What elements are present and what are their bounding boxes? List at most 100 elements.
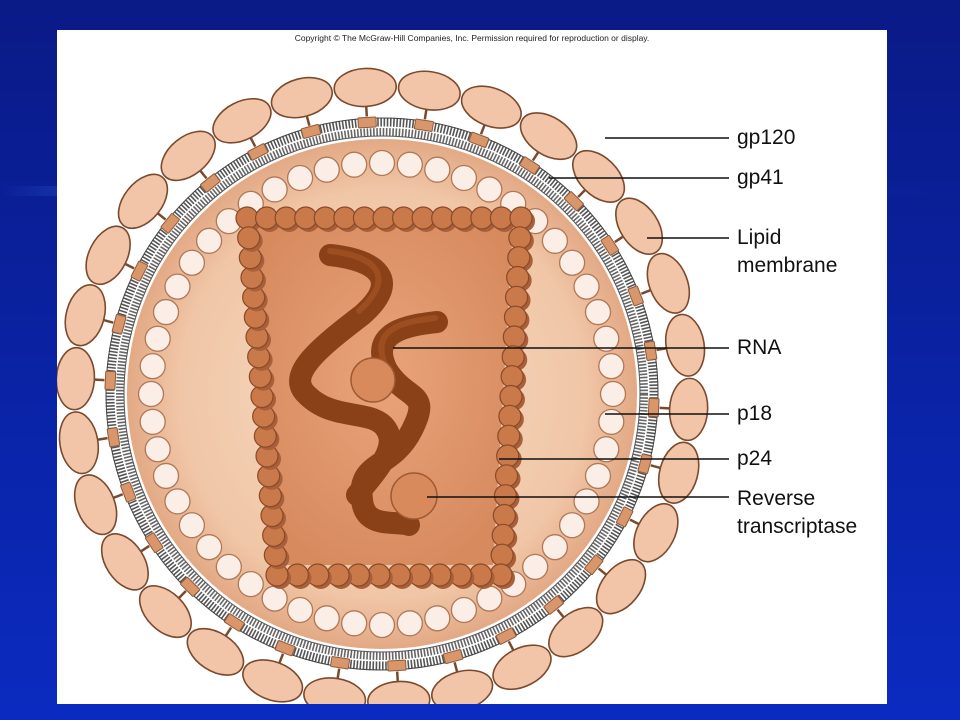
- p24-protein: [500, 365, 524, 389]
- gp41-stem: [387, 659, 407, 672]
- p18-protein: [584, 462, 612, 490]
- gp120-knob: [160, 130, 216, 182]
- p24-protein: [431, 206, 455, 230]
- p18-matrix-ring: [137, 149, 627, 639]
- label-lipid-membrane: Lipid membrane: [737, 226, 838, 277]
- p18-protein: [450, 164, 478, 192]
- p18-protein: [139, 408, 166, 435]
- p18-protein: [178, 249, 206, 276]
- p18-protein: [541, 534, 569, 561]
- p18-protein: [598, 353, 625, 380]
- p18-protein: [195, 227, 223, 254]
- gp120-knob: [668, 377, 709, 442]
- p24-protein: [492, 503, 516, 528]
- p24-protein: [254, 206, 279, 230]
- p18-protein: [598, 408, 625, 435]
- label-p18: p18: [737, 402, 773, 425]
- p24-protein: [494, 464, 519, 488]
- leader-lines: [393, 137, 729, 498]
- gp120-knob: [572, 149, 626, 203]
- label-gp120: gp120: [737, 126, 796, 149]
- gp120-knob: [100, 533, 149, 591]
- p18-protein: [573, 488, 600, 515]
- p18-protein: [368, 149, 396, 177]
- gp120-proteins: [57, 67, 709, 704]
- gp41-stem: [200, 173, 221, 193]
- gp41-stem: [224, 613, 245, 632]
- gp41-stem: [180, 576, 201, 597]
- copyright-notice: Copyright © The McGraw-Hill Companies, I…: [294, 33, 650, 43]
- bilayer-outer-leaflet: [105, 117, 659, 671]
- gp120-knob: [58, 411, 100, 475]
- p24-protein: [489, 206, 514, 230]
- p18-protein: [424, 605, 451, 632]
- p24-protein: [235, 206, 259, 230]
- gp41-stem: [600, 234, 619, 256]
- p18-protein: [476, 585, 503, 612]
- p24-protein: [333, 206, 357, 230]
- p24-protein: [507, 246, 531, 270]
- label-rna: RNA: [737, 336, 782, 359]
- gp120-knob: [303, 677, 367, 704]
- p24-protein: [352, 206, 377, 230]
- p18-protein: [476, 176, 503, 203]
- p18-protein: [152, 298, 180, 326]
- gp120-knob: [242, 659, 304, 703]
- p18-protein: [522, 553, 549, 581]
- gp41-stem: [615, 506, 634, 528]
- p18-protein: [593, 436, 620, 463]
- p18-protein: [261, 585, 288, 612]
- p24-protein: [372, 206, 396, 230]
- p18-protein: [144, 436, 171, 463]
- gp41-stem: [106, 427, 121, 448]
- p18-protein: [541, 227, 569, 254]
- p18-protein: [152, 462, 180, 490]
- gp41-stem: [130, 260, 149, 282]
- gp120-knob: [270, 76, 333, 119]
- p18-protein: [584, 298, 612, 326]
- bilayer-outer-edge: [105, 117, 659, 671]
- p24-protein: [237, 226, 261, 250]
- gp41-stem: [637, 453, 653, 475]
- label-reverse-transcriptase: Reverse transcriptase: [737, 487, 858, 538]
- gp41-stem: [160, 213, 180, 234]
- p18-protein: [599, 380, 627, 408]
- p24-protein: [499, 384, 523, 409]
- gp41-proteins: [92, 104, 672, 684]
- p24-protein: [498, 404, 522, 428]
- p24-protein: [504, 285, 529, 309]
- p18-protein: [558, 512, 586, 539]
- p18-protein: [313, 156, 340, 183]
- p18-protein: [593, 325, 620, 352]
- gp120-knob: [397, 70, 461, 111]
- p18-protein: [237, 570, 264, 598]
- gp120-knob: [186, 627, 245, 676]
- rna-highlight-2: [378, 315, 438, 367]
- p24-protein: [450, 206, 474, 230]
- p18-protein: [396, 151, 423, 178]
- p24-protein: [313, 206, 337, 230]
- gp41-stem: [413, 118, 434, 132]
- gp120-knob: [367, 680, 431, 704]
- p18-protein: [286, 164, 314, 192]
- gp120-knob: [519, 112, 578, 161]
- p18-protein: [139, 353, 166, 380]
- p18-protein: [286, 596, 314, 624]
- p24-protein: [470, 206, 494, 230]
- p18-protein: [341, 151, 368, 178]
- p24-protein: [497, 424, 521, 448]
- gp120-knob: [646, 252, 691, 314]
- p24-protein: [294, 206, 318, 230]
- gp41-stem: [442, 649, 464, 665]
- p18-protein: [215, 553, 242, 581]
- p24-protein: [502, 325, 526, 349]
- gp41-stem: [643, 340, 658, 361]
- p18-protein: [573, 273, 600, 300]
- p18-protein: [164, 273, 191, 300]
- gp41-stem: [104, 370, 117, 391]
- p18-protein: [178, 512, 206, 539]
- integrase-enzyme: [350, 357, 396, 403]
- gp120-knob: [460, 85, 522, 129]
- gp41-stem: [145, 532, 164, 554]
- p18-protein: [144, 325, 171, 352]
